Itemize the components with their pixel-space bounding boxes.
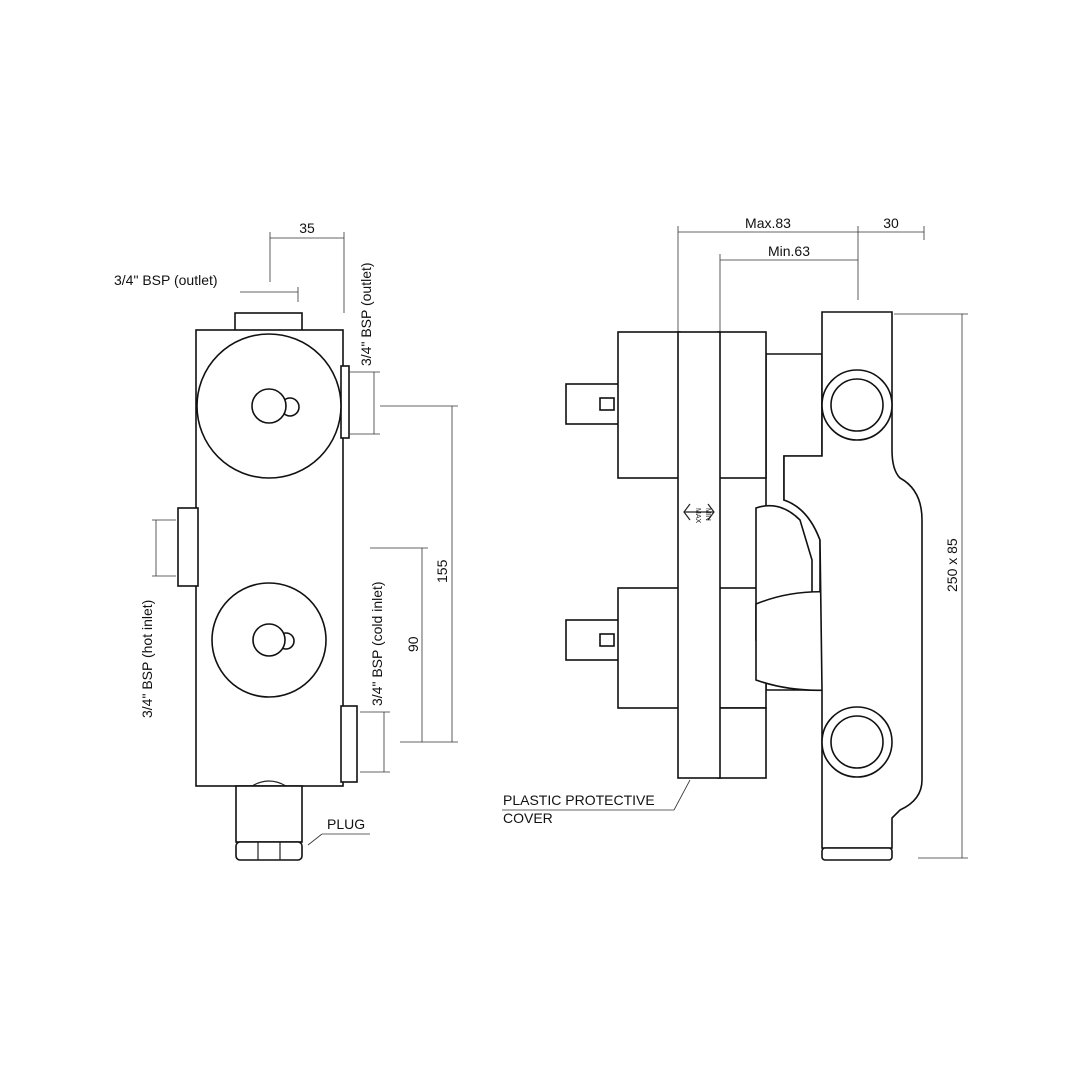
max-label: Max.83 (745, 215, 791, 231)
dim-155-label: 155 (434, 559, 450, 583)
lower-cartridge (617, 587, 681, 709)
plug-nut (235, 841, 303, 861)
dim-30-label: 30 (883, 215, 899, 231)
plug-arc (251, 780, 287, 787)
plastic-protective-cover (677, 331, 721, 779)
outlet-top-label: 3/4" BSP (outlet) (114, 272, 218, 288)
cover-label-line2: COVER (503, 810, 553, 826)
cold-inlet-label: 3/4" BSP (cold inlet) (369, 581, 385, 706)
dim-90-label: 90 (405, 636, 421, 652)
plug-label: PLUG (327, 816, 365, 832)
size-label: 250 x 85 (944, 538, 960, 592)
bottom-nut (821, 847, 893, 861)
outlet-side-label: 3/4" BSP (outlet) (358, 262, 374, 366)
cover-marker-max: MAX (694, 508, 701, 524)
side-outlet-stub (340, 365, 350, 439)
hot-inlet-label: 3/4" BSP (hot inlet) (139, 600, 155, 718)
valve-casing (783, 311, 923, 849)
min-label: Min.63 (768, 243, 810, 259)
cold-inlet-stub (340, 705, 358, 783)
plug-body (235, 785, 303, 843)
upper-port-inner (830, 378, 884, 432)
cover-marker-min: MIN (704, 508, 711, 521)
dim-35-label: 35 (299, 220, 315, 236)
thermostat-spindle (252, 623, 286, 657)
side-view: Max.83 Min.63 30 MAX MIN (502, 215, 968, 861)
lower-port-inner (830, 715, 884, 769)
hot-inlet-stub (177, 507, 199, 587)
upper-cartridge (617, 331, 681, 479)
cover-leader (673, 779, 691, 811)
upper-body-block (717, 331, 767, 479)
front-view: 35 3/4" BSP (outlet) 3/4" BSP (outlet) 3… (114, 220, 458, 861)
bottom-body-block (717, 707, 767, 779)
diverter-spindle (251, 388, 287, 424)
cover-label-line1: PLASTIC PROTECTIVE (503, 792, 655, 808)
plug-leader (307, 833, 323, 846)
